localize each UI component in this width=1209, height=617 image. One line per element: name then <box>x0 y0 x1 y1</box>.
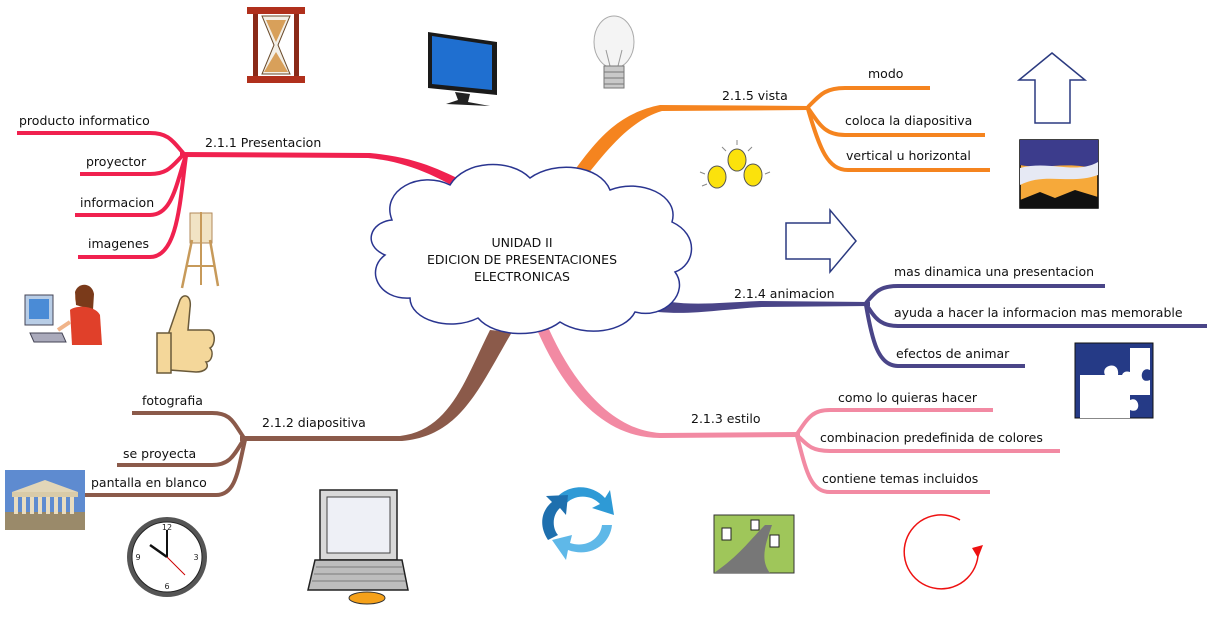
diapositiva-item-2: se proyecta <box>123 446 197 461</box>
computer-user-icon <box>24 284 102 345</box>
puzzle-icon <box>1074 342 1154 419</box>
svg-text:3: 3 <box>193 553 198 562</box>
animacion-line-efectos <box>864 304 1025 368</box>
vista-main-line <box>560 105 810 190</box>
svg-text:9: 9 <box>135 553 140 562</box>
animacion-main-line <box>632 295 870 313</box>
estilo-line-combinacion <box>795 433 1060 453</box>
estilo-item-1: como lo quieras hacer <box>838 390 978 405</box>
vista-item-2: coloca la diapositiva <box>845 113 973 128</box>
vista-line-vertical <box>806 108 990 172</box>
central-topic-line2: EDICION DE PRESENTACIONES <box>426 252 618 267</box>
branch-title-diapositiva: 2.1.2 diapositiva <box>262 415 366 430</box>
estilo-line-como <box>795 408 993 436</box>
animacion-line-ayuda <box>864 302 1207 328</box>
animacion-item-1: mas dinamica una presentacion <box>894 264 1095 279</box>
branch-presentacion <box>17 131 478 259</box>
central-topic: UNIDAD II EDICION DE PRESENTACIONES ELEC… <box>392 234 652 285</box>
presentacion-line-informacion <box>75 154 188 217</box>
presentacion-item-1: producto informatico <box>19 113 150 128</box>
monitor-icon <box>428 32 497 106</box>
presentacion-item-2: proyector <box>86 154 147 169</box>
central-topic-line1: UNIDAD II <box>491 235 553 250</box>
diapositiva-main-line <box>240 330 512 441</box>
hourglass-icon <box>247 7 305 83</box>
vista-item-3: vertical u horizontal <box>846 148 971 163</box>
vista-line-coloca <box>806 106 985 137</box>
animacion-item-2: ayuda a hacer la informacion mas memorab… <box>894 305 1183 320</box>
diapositiva-line-proyecta <box>117 437 246 467</box>
animacion-line-dinamica <box>864 284 1105 305</box>
diapositiva-line-pantalla <box>85 439 247 497</box>
up-arrow-icon <box>1016 52 1088 124</box>
vista-item-1: modo <box>868 66 904 81</box>
branch-title-presentacion: 2.1.1 Presentacion <box>205 135 322 150</box>
branch-title-vista: 2.1.5 vista <box>722 88 788 103</box>
cloud-shape <box>370 163 693 335</box>
estilo-line-contiene <box>795 435 990 494</box>
parthenon-picture-icon <box>5 470 85 530</box>
recycle-arrows-icon <box>542 487 614 560</box>
presentacion-line-proyector <box>80 152 186 176</box>
presentacion-item-3: informacion <box>80 195 155 210</box>
presentacion-main-line <box>180 152 478 196</box>
center-cloud <box>370 163 693 335</box>
branch-animacion <box>632 284 1207 368</box>
bulbs-icon <box>699 140 771 189</box>
central-topic-line3: ELECTRONICAS <box>474 269 570 284</box>
right-arrow-icon <box>785 207 857 275</box>
road-sign-icon <box>713 514 795 574</box>
branch-diapositiva <box>85 330 512 497</box>
easel-icon <box>180 212 220 289</box>
presentacion-line-producto <box>17 131 186 156</box>
branch-title-animacion: 2.1.4 animacion <box>734 286 835 301</box>
diapositiva-line-fotografia <box>132 411 246 440</box>
estilo-item-2: combinacion predefinida de colores <box>820 430 1043 445</box>
branch-title-estilo: 2.1.3 estilo <box>691 411 761 426</box>
thumbs-up-icon <box>156 295 215 374</box>
estilo-item-3: contiene temas incluidos <box>822 471 979 486</box>
svg-text:6: 6 <box>164 582 169 591</box>
estilo-main-line <box>535 320 800 438</box>
presentacion-item-4: imagenes <box>88 236 150 251</box>
animacion-item-3: efectos de animar <box>896 346 1010 361</box>
branch-estilo <box>535 320 1060 494</box>
diapositiva-item-1: fotografia <box>142 393 203 408</box>
clock-icon: 12 3 6 9 <box>127 517 207 597</box>
branch-vista <box>560 86 990 190</box>
diapositiva-item-3: pantalla en blanco <box>91 475 207 490</box>
lightbulb-icon <box>593 15 635 89</box>
sunset-picture-icon <box>1019 139 1099 209</box>
laptop-icon <box>307 489 409 605</box>
vista-line-modo <box>806 86 930 109</box>
presentacion-line-imagenes <box>78 155 188 259</box>
circular-arrow-icon <box>903 514 983 590</box>
svg-text:12: 12 <box>162 523 172 532</box>
